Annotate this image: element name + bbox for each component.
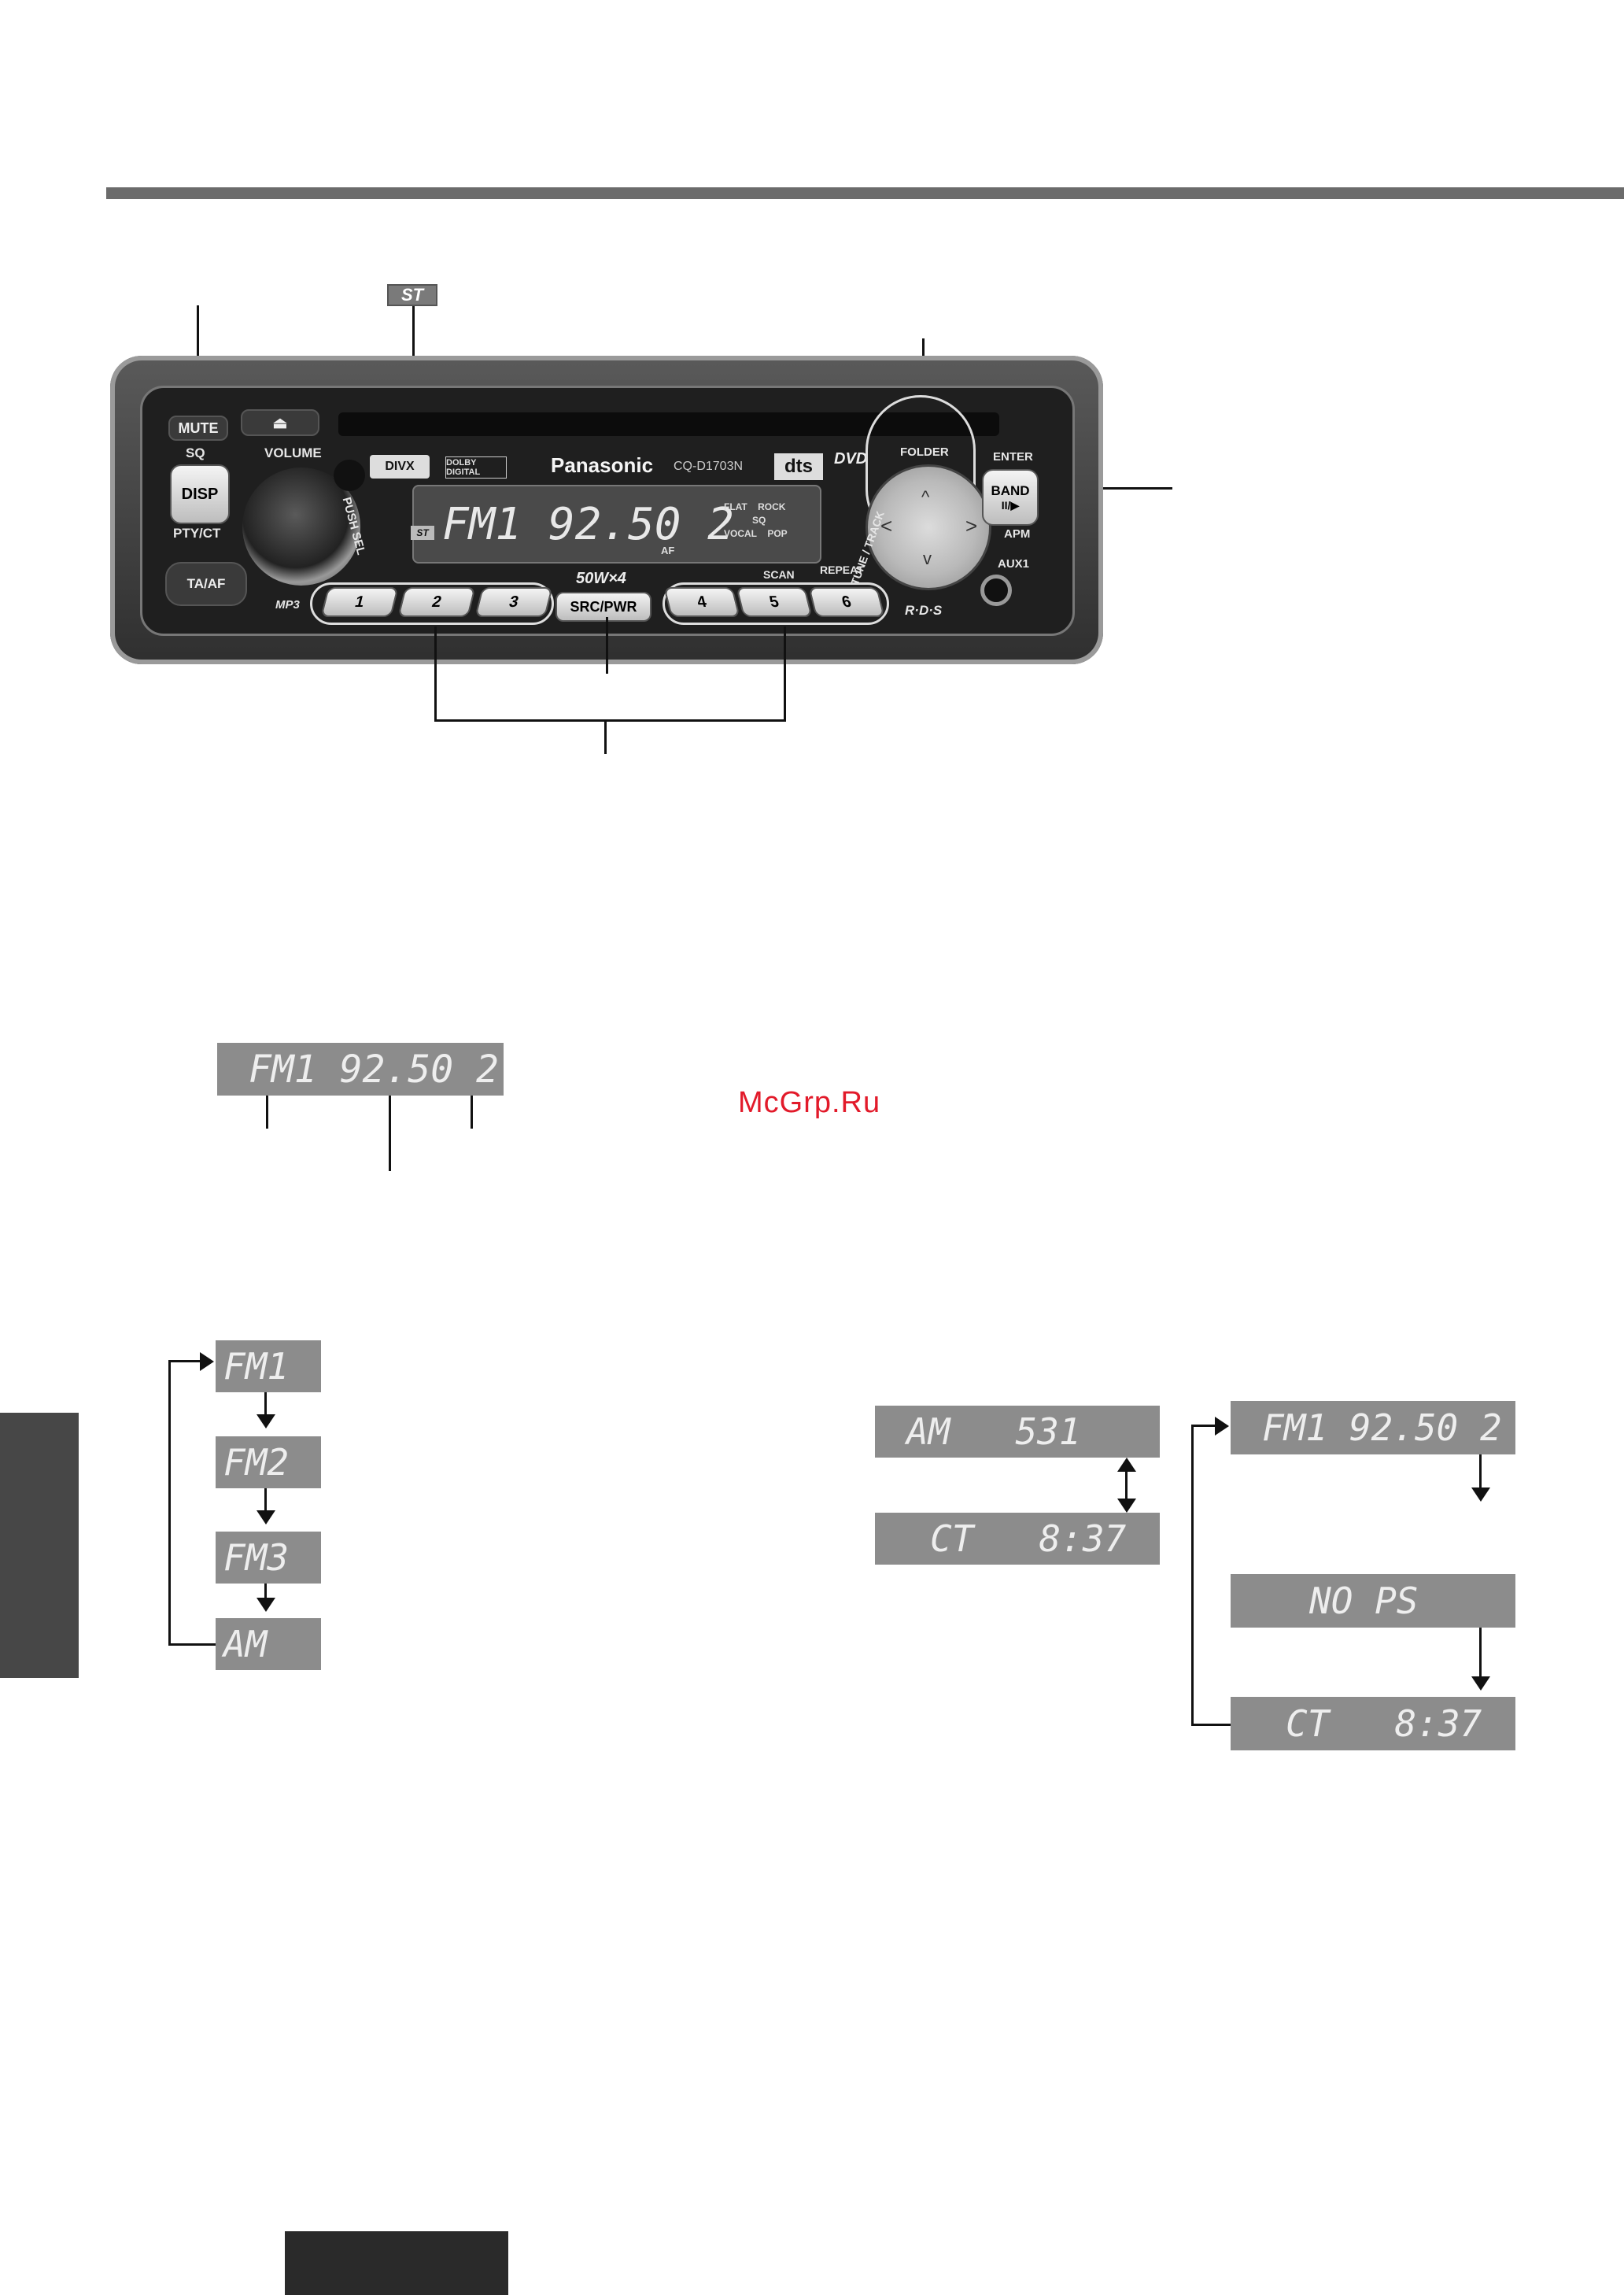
brand-logo: Panasonic	[551, 453, 654, 477]
loop-vertical-line	[168, 1360, 171, 1646]
watermark: McGrp.Ru	[738, 1086, 881, 1119]
ta-af-button[interactable]: TA/AF	[165, 562, 247, 606]
fm-cycle-no-ps: NO PS	[1231, 1574, 1515, 1628]
page-number-box	[285, 2231, 508, 2295]
up-icon[interactable]: ^	[921, 487, 930, 507]
sq-sq: SQ	[752, 515, 766, 526]
preset-4-button[interactable]: 4	[663, 587, 740, 617]
af-indicator: AF	[661, 545, 675, 556]
down-icon[interactable]: v	[923, 549, 932, 568]
fm-arrowhead-1	[1471, 1488, 1490, 1502]
model-number: CQ-D1703N	[674, 460, 744, 473]
preset-1-button[interactable]: 1	[320, 587, 399, 617]
loop-top-line	[168, 1360, 201, 1362]
rds-logo: R·D·S	[905, 603, 943, 618]
preset-group-right	[663, 582, 889, 625]
fm-cycle-ct: CT 8:37	[1231, 1697, 1515, 1750]
mp3-label: MP3	[275, 598, 300, 612]
preset-2-button[interactable]: 2	[397, 587, 476, 617]
seek-forward-icon[interactable]: >	[965, 514, 978, 538]
arrowhead-fm1-fm2	[257, 1414, 275, 1428]
dolby-logo: DOLBY DIGITAL	[445, 456, 507, 479]
eject-button[interactable]: ⏏	[241, 409, 319, 436]
seek-back-icon[interactable]: <	[880, 514, 893, 538]
arrow-fm2-fm3	[264, 1488, 267, 1512]
sq-mode-block: FLAT ROCK SQ VOCAL POP	[724, 501, 821, 541]
band-leader-line	[1035, 487, 1172, 490]
fm-cycle-freq: FM1 92.50 2	[1231, 1401, 1515, 1454]
am-toggle-up-arrow	[1117, 1458, 1136, 1472]
frequency-callout-line	[389, 1096, 391, 1171]
sq-label: SQ	[186, 445, 205, 460]
band-cycle-fm2: FM2	[216, 1436, 321, 1488]
fm-loop-vertical-line	[1191, 1425, 1194, 1726]
tune-track-cross-key[interactable]: ^ < > v	[866, 464, 991, 590]
scan-label: SCAN	[763, 568, 795, 581]
play-pause-label: II/▶	[1001, 498, 1020, 512]
band-callout-line	[266, 1096, 268, 1129]
arrowhead-fm3-am	[257, 1598, 275, 1612]
am-toggle-down-arrow	[1117, 1499, 1136, 1513]
fm-arrowhead-2	[1471, 1676, 1490, 1691]
pty-ct-label: PTY/CT	[173, 526, 221, 541]
loop-bottom-line	[168, 1643, 216, 1646]
radio-display-text: FM1 92.50 2	[442, 498, 734, 550]
preset-callout-line	[471, 1096, 473, 1129]
sq-rock: ROCK	[758, 501, 786, 512]
dts-logo: dts	[774, 453, 823, 480]
src-leader-line	[606, 617, 608, 674]
src-pwr-button[interactable]: SRC/PWR	[555, 592, 651, 622]
preset-bracket-right	[784, 626, 786, 721]
preset-5-button[interactable]: 5	[736, 587, 813, 617]
aux-jack[interactable]	[980, 575, 1012, 606]
arrowhead-fm2-fm3	[257, 1510, 275, 1524]
am-display: AM 531	[875, 1406, 1160, 1458]
sq-pop: POP	[767, 528, 788, 539]
divx-logo: DIVX	[370, 455, 430, 479]
repeat-label: REPEAT	[820, 564, 864, 576]
preset-bracket-left	[434, 626, 437, 721]
arrow-fm3-am	[264, 1584, 267, 1599]
am-ct-display: CT 8:37	[875, 1513, 1160, 1565]
loop-arrowhead	[200, 1352, 214, 1371]
ir-sensor	[334, 460, 365, 491]
volume-label: VOLUME	[264, 445, 322, 460]
aux1-label: AUX1	[998, 557, 1030, 571]
preset-3-button[interactable]: 3	[474, 587, 553, 617]
freq-example-display: FM1 92.50 2	[217, 1043, 504, 1096]
fm-loop-arrowhead	[1215, 1417, 1229, 1436]
sq-vocal: VOCAL	[724, 528, 757, 539]
side-tab	[0, 1413, 79, 1678]
radio-display: FM1 92.50 2	[412, 485, 821, 564]
band-button[interactable]: BAND II/▶	[982, 469, 1039, 526]
preset-bracket-bottom	[434, 719, 786, 722]
fm-arrow-2	[1479, 1628, 1482, 1678]
band-cycle-am: AM	[216, 1618, 321, 1670]
fm-loop-top-line	[1191, 1425, 1216, 1427]
preset-6-button[interactable]: 6	[808, 587, 885, 617]
band-cycle-fm3: FM3	[216, 1532, 321, 1584]
fm-arrow-1	[1479, 1454, 1482, 1489]
power-label: 50W×4	[576, 570, 626, 587]
preset-group-left	[310, 582, 554, 625]
band-label: BAND	[991, 482, 1030, 498]
am-toggle-line	[1125, 1470, 1128, 1500]
st-indicator-label: ST	[387, 284, 437, 306]
mute-button[interactable]: MUTE	[168, 416, 228, 441]
preset-bracket-stem	[604, 721, 607, 754]
fm-loop-bottom-line	[1191, 1724, 1231, 1726]
band-cycle-fm1: FM1	[216, 1340, 321, 1392]
header-bar	[106, 187, 1624, 199]
dvd-logo: DVD	[834, 450, 868, 468]
apm-label: APM	[1004, 527, 1031, 541]
enter-label: ENTER	[993, 450, 1033, 464]
disp-button[interactable]: DISP	[170, 464, 230, 524]
arrow-fm1-fm2	[264, 1392, 267, 1416]
sq-flat: FLAT	[724, 501, 747, 512]
st-display-indicator: ST	[411, 526, 434, 540]
